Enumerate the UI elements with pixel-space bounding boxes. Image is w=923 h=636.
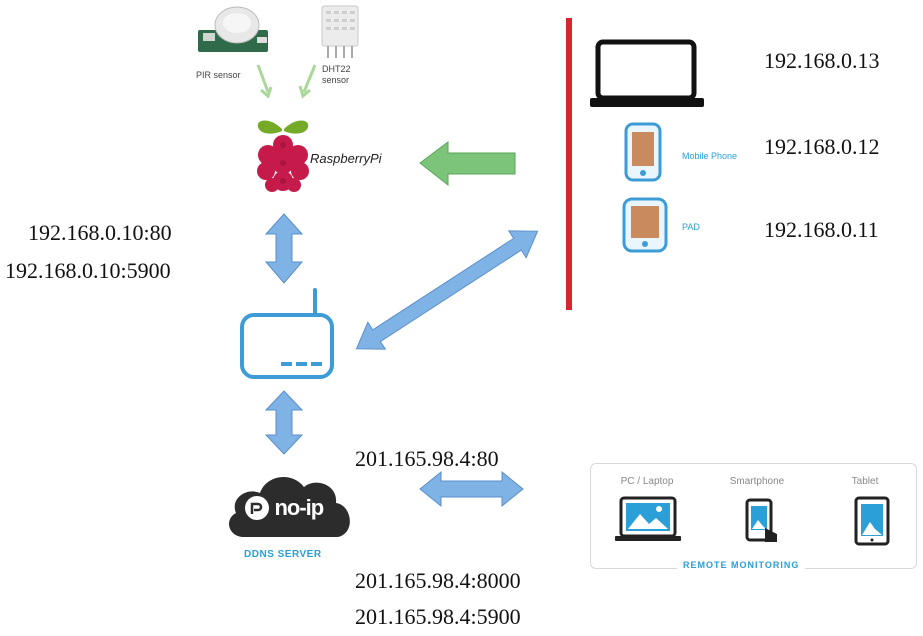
- router-node: [238, 285, 338, 380]
- remote-monitoring-panel: PC / Laptop Smartphone Tablet REMOTE MON…: [590, 463, 917, 570]
- remote-smartphone-icon: [745, 498, 777, 542]
- mobile-phone-icon: [624, 122, 662, 182]
- lan-device-laptop: 192.168.0.13: [588, 38, 918, 112]
- lan-device-mobile: Mobile Phone 192.168.0.12: [622, 122, 922, 184]
- router-lan-arrow: [355, 230, 539, 350]
- ddns-remote-arrow: [419, 470, 524, 508]
- pad-label: PAD: [682, 222, 700, 232]
- public-address-vnc: 201.165.98.4:5900: [355, 604, 521, 629]
- public-address-http: 201.165.98.4:80: [355, 446, 499, 471]
- raspberry-pi-node: RaspberryPi: [248, 113, 408, 198]
- remote-tablet-icon: [854, 496, 890, 546]
- pad-ip: 192.168.0.11: [764, 217, 879, 242]
- raspberry-pi-label: RaspberryPi: [310, 151, 382, 166]
- noip-logo: no-ip: [244, 495, 324, 521]
- noip-logo-icon: [245, 496, 269, 520]
- pi-address-http: 192.168.0.10:80: [28, 220, 172, 245]
- pi-address-vnc: 192.168.0.10:5900: [5, 258, 171, 283]
- remote-col-pc-label: PC / Laptop: [620, 476, 674, 487]
- public-address-8000: 201.165.98.4:8000: [355, 568, 521, 593]
- tablet-icon: [622, 197, 668, 253]
- router-icon: [240, 288, 334, 379]
- router-ddns-arrow: [264, 390, 304, 455]
- remote-col-tablet-label: Tablet: [851, 476, 879, 487]
- mobile-phone-label: Mobile Phone: [682, 151, 738, 161]
- dht22-arrow: [298, 64, 317, 99]
- pi-router-arrow: [264, 213, 304, 284]
- raspberry-pi-icon: [257, 120, 309, 192]
- ddns-node: no-ip DDNS SERVER: [222, 463, 362, 563]
- dht22-sensor-label: DHT22 sensor: [322, 64, 351, 86]
- lan-divider: [566, 18, 572, 310]
- lan-device-pad: PAD 192.168.0.11: [622, 197, 922, 257]
- remote-laptop-icon: [615, 496, 681, 541]
- laptop-ip: 192.168.0.13: [764, 48, 880, 73]
- cloud-icon: [229, 476, 350, 537]
- noip-logo-text: no-ip: [274, 495, 324, 520]
- dht22-sensor: [310, 2, 370, 62]
- pir-sensor-label: PIR sensor: [196, 70, 241, 80]
- laptop-icon: [590, 39, 704, 107]
- remote-col-smartphone-label: Smartphone: [729, 476, 785, 487]
- ddns-server-label: DDNS SERVER: [244, 549, 322, 560]
- pir-sensor-icon: [198, 6, 268, 52]
- dht22-label-line1: DHT22: [322, 64, 351, 74]
- lan-to-pi-arrow: [419, 141, 516, 187]
- dht22-label-line2: sensor: [322, 75, 350, 85]
- pir-arrow: [256, 64, 273, 99]
- remote-monitoring-title: REMOTE MONITORING: [677, 560, 806, 570]
- pir-sensor: [195, 5, 275, 60]
- dht22-sensor-icon: [321, 5, 359, 58]
- mobile-phone-ip: 192.168.0.12: [764, 134, 880, 159]
